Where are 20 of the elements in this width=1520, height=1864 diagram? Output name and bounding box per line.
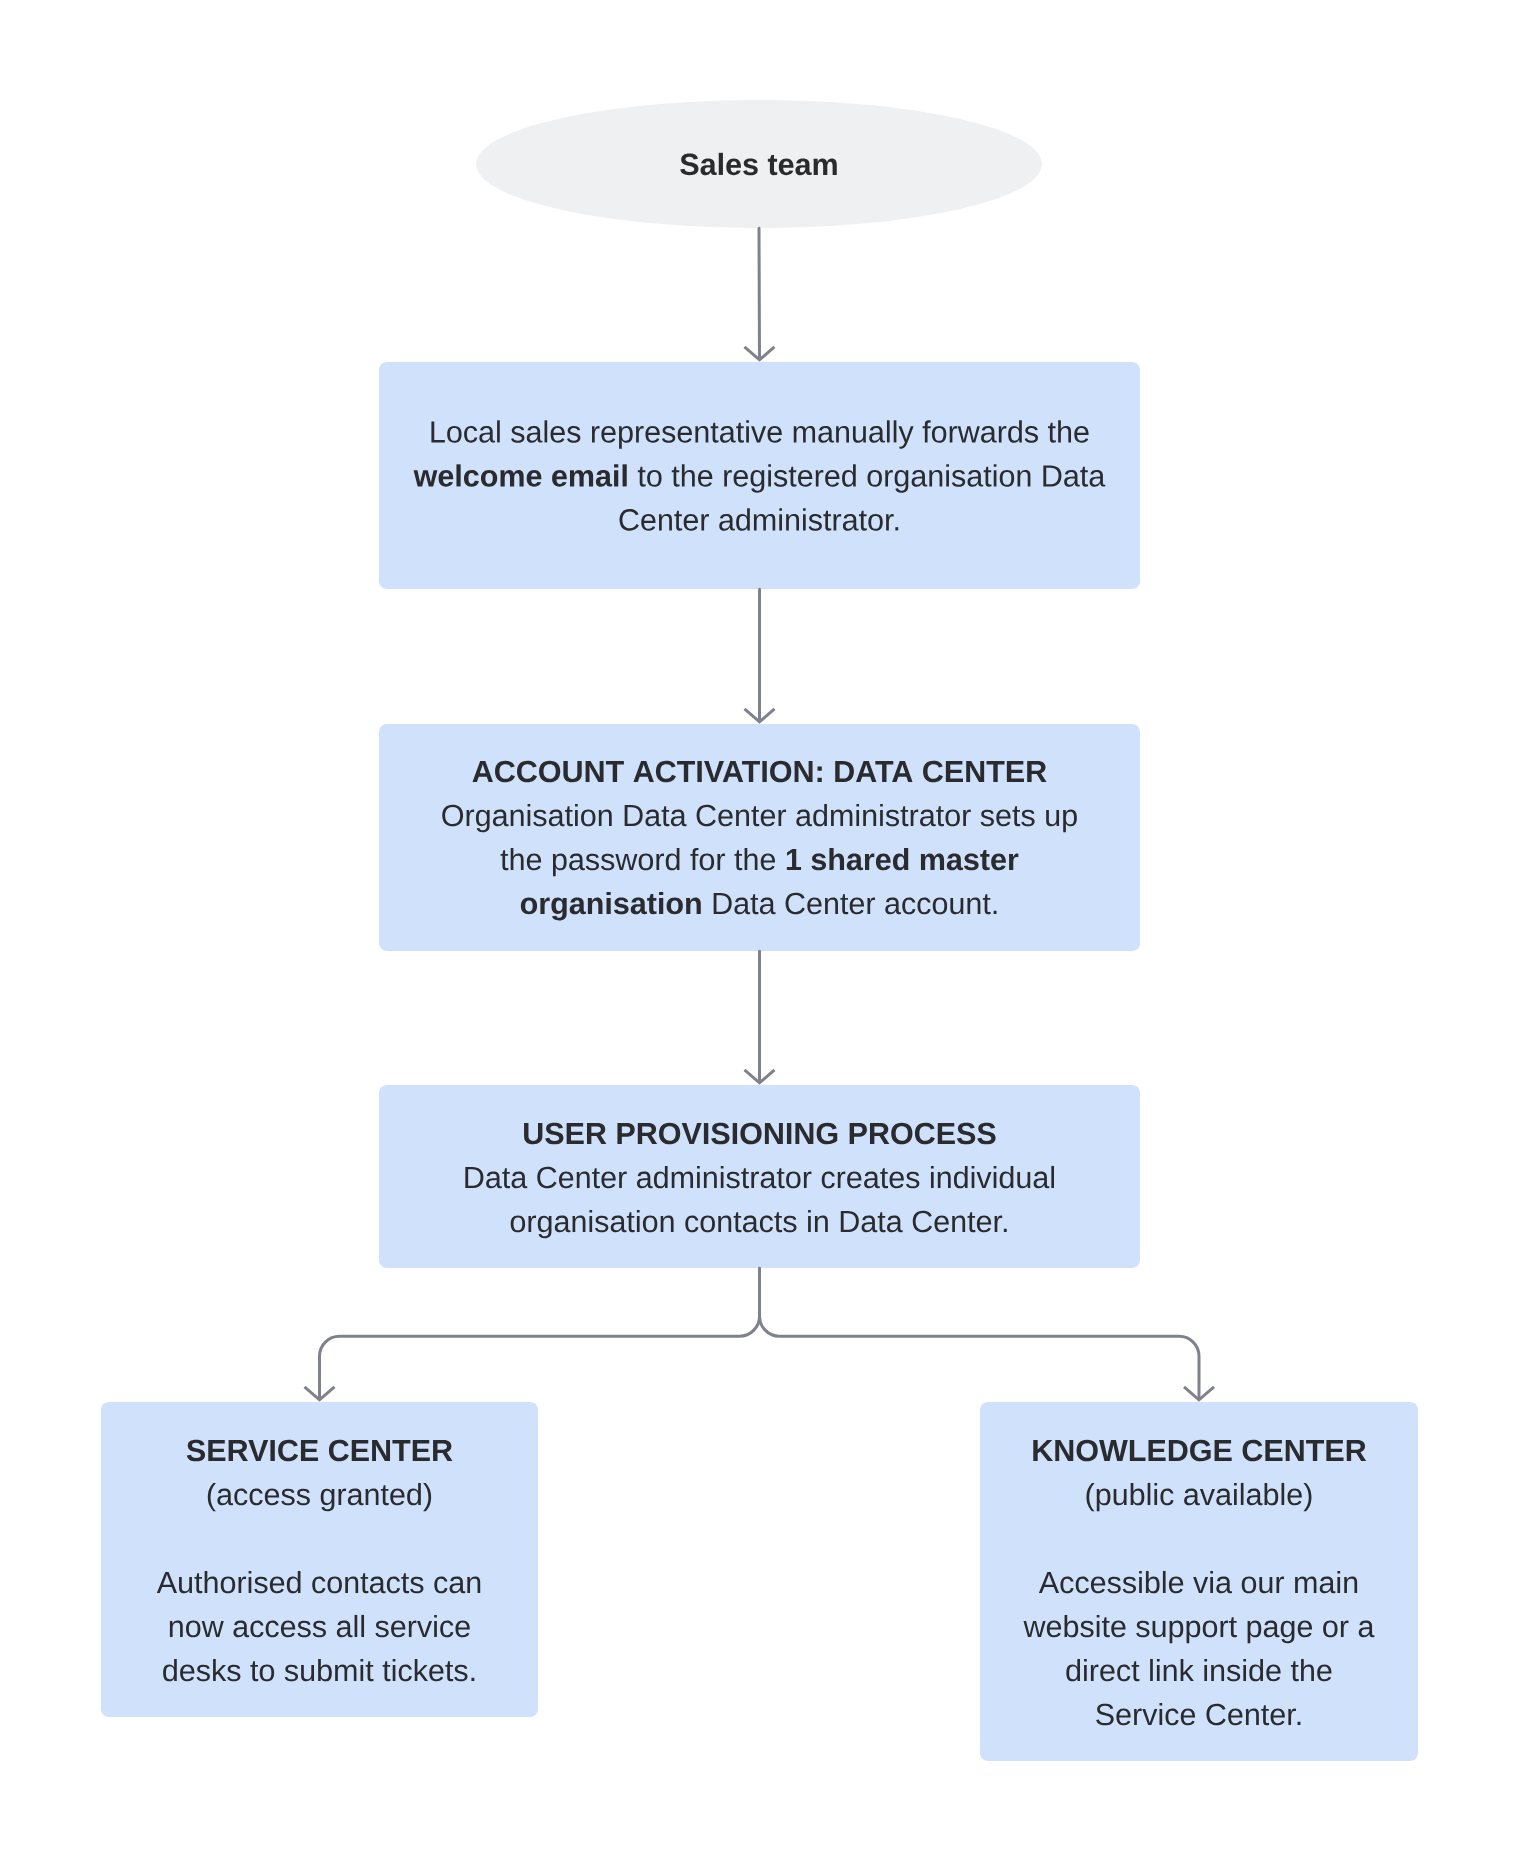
- box-subheading: (public available): [1086, 1482, 1312, 1512]
- arrow: [743, 949, 776, 1085]
- process-box: Local sales representative manually forwards the welcome email to the registered organisation Data Center administrator.: [379, 362, 1140, 589]
- box-text: Organisation Data Center administrator sets up the password for the 1 shared master organisation Data Center account.: [442, 803, 1077, 921]
- process-box: [980, 1402, 1418, 1761]
- box-text: Data Center administrator creates individual organisation contacts in Data Center.: [465, 1165, 1054, 1239]
- start-oval: Sales team: [476, 100, 1042, 228]
- box-heading: SERVICE CENTER: [186, 1439, 453, 1462]
- process-box: [379, 1085, 1140, 1268]
- box-text: Accessible via our main website support page or a direct link inside the Service Center.: [1023, 1570, 1375, 1726]
- process-box: [379, 724, 1140, 951]
- box-heading: USER PROVISIONING PROCESS: [524, 1122, 996, 1145]
- arrow: [758, 1266, 1215, 1402]
- box-subheading: (access granted): [207, 1482, 432, 1512]
- process-box: [101, 1402, 538, 1717]
- arrow: [743, 587, 776, 724]
- box-text: Authorised contacts can now access all service desks to submit tickets.: [156, 1570, 481, 1682]
- arrow: [743, 226, 776, 362]
- box-heading: ACCOUNT ACTIVATION: DATA CENTER: [472, 760, 1047, 783]
- box-heading: KNOWLEDGE CENTER: [1033, 1439, 1367, 1462]
